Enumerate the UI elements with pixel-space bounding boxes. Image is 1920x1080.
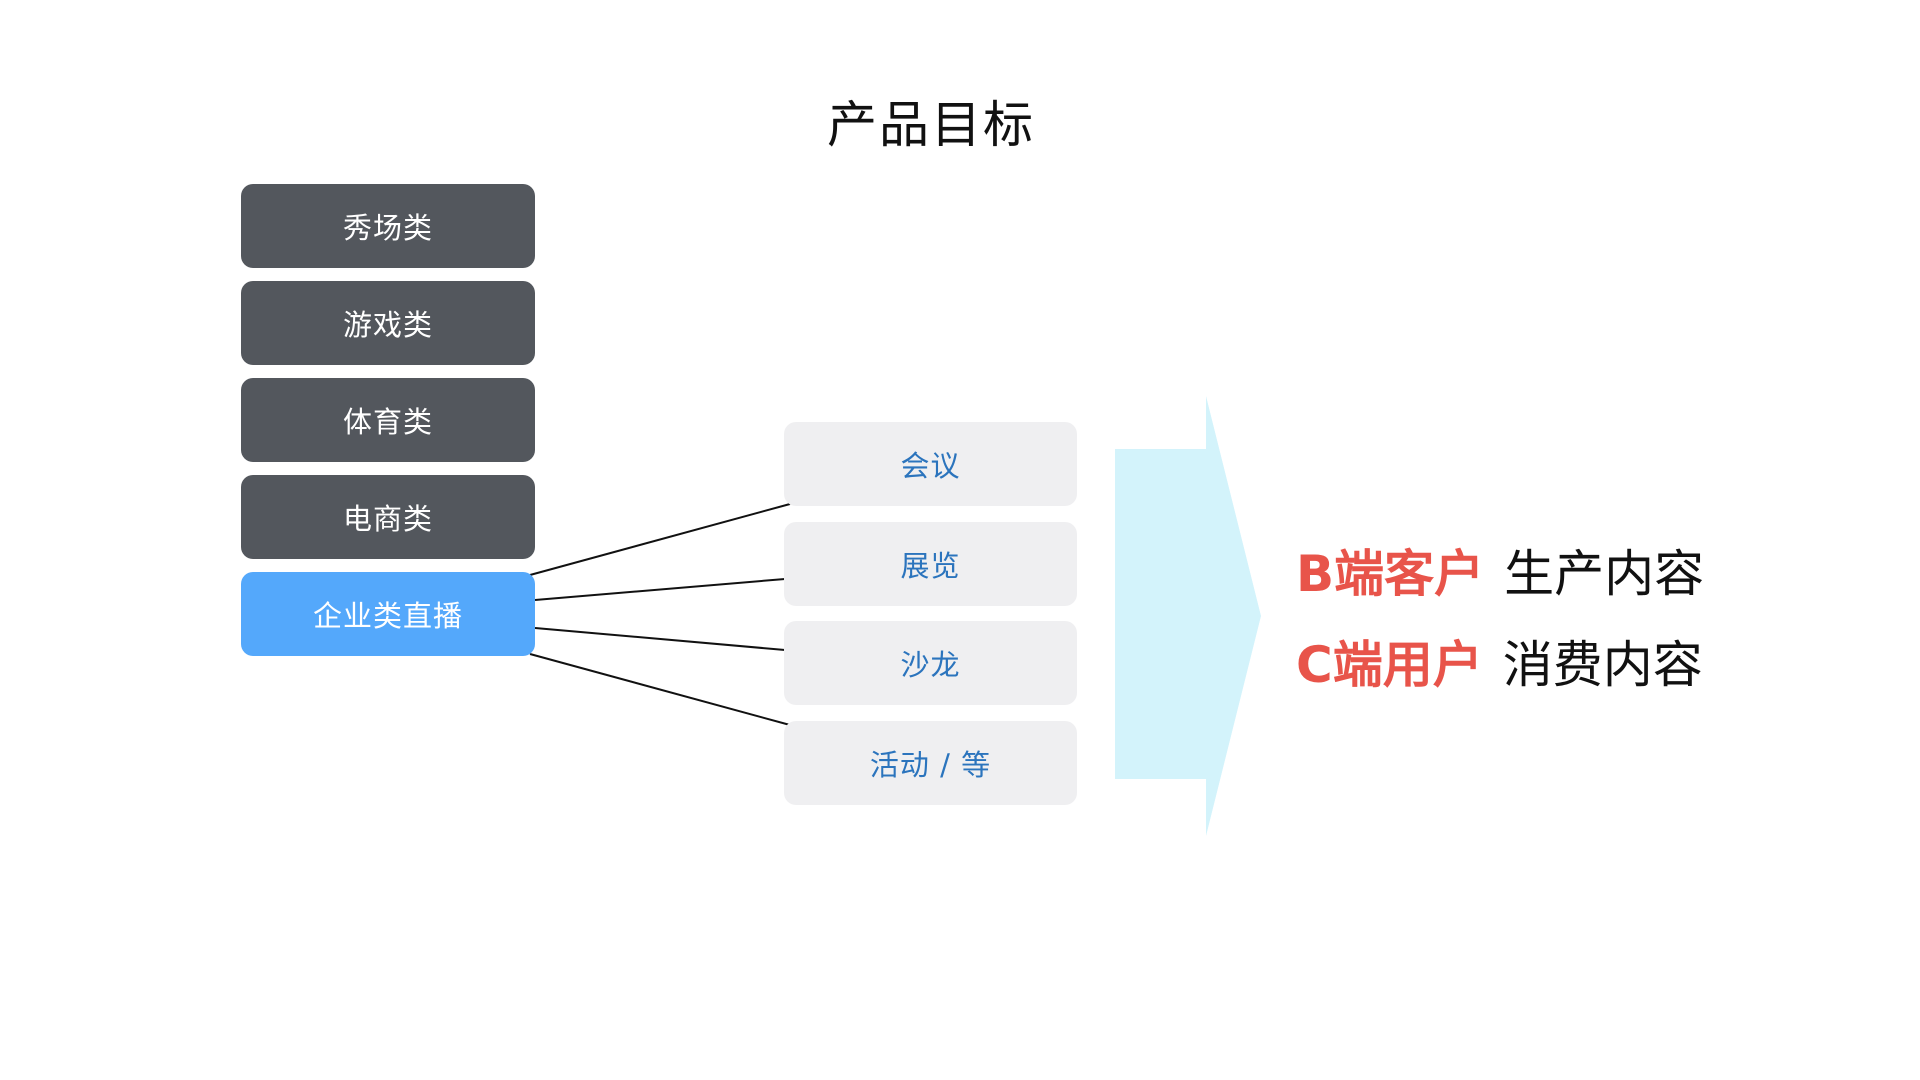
result-b-role: B端客户 <box>1296 545 1485 603</box>
connector-line-4 <box>529 653 791 726</box>
big-arrow-shape <box>1115 396 1261 836</box>
category-tiyu: 体育类 <box>241 378 535 462</box>
result-c-role: C端用户 <box>1296 636 1483 694</box>
subcategory-exhibition: 展览 <box>784 522 1077 606</box>
subcategory-events: 活动 / 等 <box>784 721 1077 805</box>
result-c-side: C端用户消费内容 <box>1296 630 1703 700</box>
category-dianshang: 电商类 <box>241 475 535 559</box>
result-b-action: 生产内容 <box>1504 545 1705 603</box>
connector-line-3 <box>534 627 786 651</box>
connector-line-1 <box>529 503 791 576</box>
subcategory-meeting: 会议 <box>784 422 1077 506</box>
result-b-side: B端客户生产内容 <box>1296 539 1704 609</box>
category-xiuchang: 秀场类 <box>241 184 535 268</box>
category-enterprise-live: 企业类直播 <box>241 572 535 656</box>
result-c-action: 消费内容 <box>1502 636 1703 694</box>
page-title: 产品目标 <box>827 96 1035 154</box>
category-youxi: 游戏类 <box>241 281 535 365</box>
subcategory-salon: 沙龙 <box>784 621 1077 705</box>
connector-line-2 <box>534 578 786 601</box>
